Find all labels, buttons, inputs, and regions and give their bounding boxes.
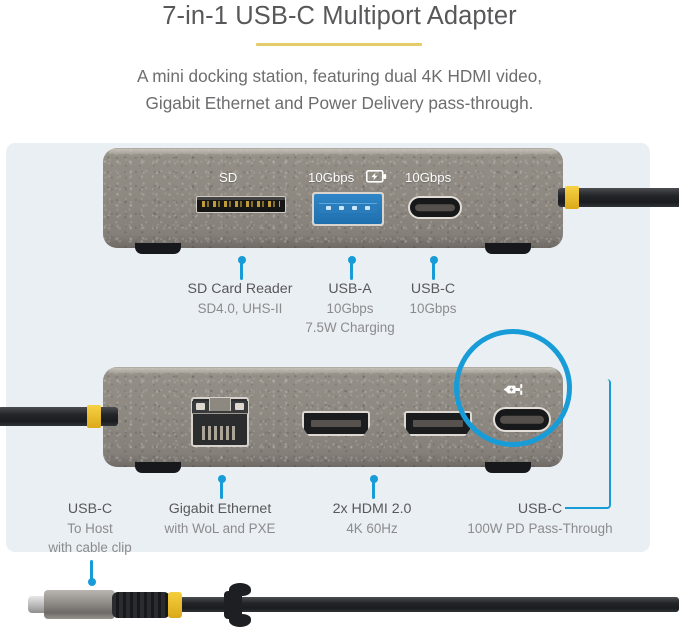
subtitle-line-1: A mini docking station, featuring dual 4… bbox=[136, 66, 543, 86]
port-label-usb-c: 10Gbps bbox=[405, 170, 452, 185]
usb-a-pin bbox=[326, 206, 331, 210]
callout-title: USB-A bbox=[328, 281, 372, 297]
page-subtitle: A mini docking station, featuring dual 4… bbox=[0, 63, 679, 117]
callout-sub: 10Gbps bbox=[326, 301, 374, 316]
callout-host-usb-c: USB-C To Host with cable clip bbox=[24, 500, 156, 557]
callout-sub: 100W PD Pass-Through bbox=[467, 521, 613, 536]
callout-title: USB-C bbox=[67, 501, 113, 517]
cable-clip bbox=[224, 591, 242, 619]
callout-stem-host-usb-c bbox=[87, 560, 96, 586]
callout-pd-usb-c: USB-C 100W PD Pass-Through bbox=[448, 500, 632, 538]
callout-sd-card-reader: SD Card Reader SD4.0, UHS-II bbox=[164, 280, 316, 318]
usb-a-cavity bbox=[314, 194, 382, 224]
hdmi-port-1[interactable] bbox=[302, 411, 370, 436]
callout-title: 2x HDMI 2.0 bbox=[332, 501, 412, 517]
battery-charging-icon bbox=[366, 170, 387, 183]
page-title: 7-in-1 USB-C Multiport Adapter bbox=[162, 2, 517, 30]
usb-a-port[interactable] bbox=[312, 192, 384, 226]
rj45-pins bbox=[202, 426, 238, 440]
adapter-foot bbox=[135, 462, 181, 473]
usb-a-tongue bbox=[319, 203, 377, 213]
callout-usb-a: USB-A 10Gbps 7.5W Charging bbox=[278, 280, 422, 337]
callout-title: USB-C bbox=[517, 501, 563, 517]
adapter-foot bbox=[485, 462, 531, 473]
callout-title: USB-C bbox=[410, 281, 456, 297]
cable-yellow-band bbox=[168, 592, 182, 618]
pd-callout-connector bbox=[565, 379, 611, 509]
port-label-usb-a: 10Gbps bbox=[308, 170, 355, 185]
usb-c-tongue bbox=[415, 203, 455, 212]
usb-a-pin bbox=[365, 206, 370, 210]
host-cable-top bbox=[558, 188, 679, 207]
callout-sub: 4K 60Hz bbox=[346, 521, 398, 536]
title-underline-rule bbox=[256, 43, 422, 46]
callout-stem-usb-c bbox=[429, 256, 438, 280]
adapter-front-view: SD 10Gbps 10Gbps bbox=[103, 148, 679, 254]
callout-sub: with WoL and PXE bbox=[164, 521, 276, 536]
ethernet-port[interactable] bbox=[191, 397, 249, 447]
usb-a-pin bbox=[339, 206, 344, 210]
callout-sub: SD4.0, UHS-II bbox=[197, 301, 283, 316]
rj45-clip-gap bbox=[209, 398, 231, 411]
cable-strain-relief bbox=[112, 592, 170, 618]
rj45-led bbox=[196, 403, 205, 410]
hdmi-tongue bbox=[311, 420, 361, 427]
rj45-led bbox=[235, 403, 244, 410]
usb-c-connector-barrel bbox=[44, 590, 115, 619]
adapter-bottom-bevel bbox=[109, 368, 557, 373]
port-label-sd: SD bbox=[219, 170, 238, 185]
cable-jacket bbox=[172, 597, 679, 612]
callout-gigabit-ethernet: Gigabit Ethernet with WoL and PXE bbox=[144, 500, 296, 538]
callout-sub: 10Gbps bbox=[409, 301, 457, 316]
cable-yellow-band bbox=[87, 405, 101, 428]
callout-hdmi: 2x HDMI 2.0 4K 60Hz bbox=[306, 500, 438, 538]
callout-stem-usb-a bbox=[347, 256, 356, 280]
cable-yellow-band bbox=[565, 186, 579, 209]
adapter-foot bbox=[485, 243, 531, 254]
cable-clip-ear-top bbox=[229, 583, 251, 596]
callout-sub-2: with cable clip bbox=[48, 540, 132, 555]
callout-sub: To Host bbox=[67, 521, 113, 536]
callout-title: SD Card Reader bbox=[187, 281, 293, 297]
sd-slot-contacts bbox=[202, 201, 280, 207]
hdmi-tongue bbox=[413, 420, 463, 427]
callout-sub-2: 7.5W Charging bbox=[305, 320, 395, 335]
subtitle-line-2: Gigabit Ethernet and Power Delivery pass… bbox=[145, 93, 534, 113]
callout-title: Gigabit Ethernet bbox=[168, 501, 272, 517]
callout-stem-ethernet bbox=[217, 475, 226, 499]
adapter-top-bevel bbox=[109, 149, 557, 154]
cable-clip-ear-bottom bbox=[229, 614, 251, 627]
usb-c-port[interactable] bbox=[408, 196, 462, 219]
usb-a-pin bbox=[352, 206, 357, 210]
pd-port-highlight-ring bbox=[454, 329, 572, 447]
sd-slot-shine bbox=[197, 197, 285, 200]
sd-card-slot[interactable] bbox=[196, 196, 286, 213]
callout-usb-c: USB-C 10Gbps bbox=[380, 280, 486, 318]
adapter-foot bbox=[135, 243, 181, 254]
callout-stem-sd bbox=[237, 256, 246, 280]
callout-stem-hdmi bbox=[369, 475, 378, 499]
